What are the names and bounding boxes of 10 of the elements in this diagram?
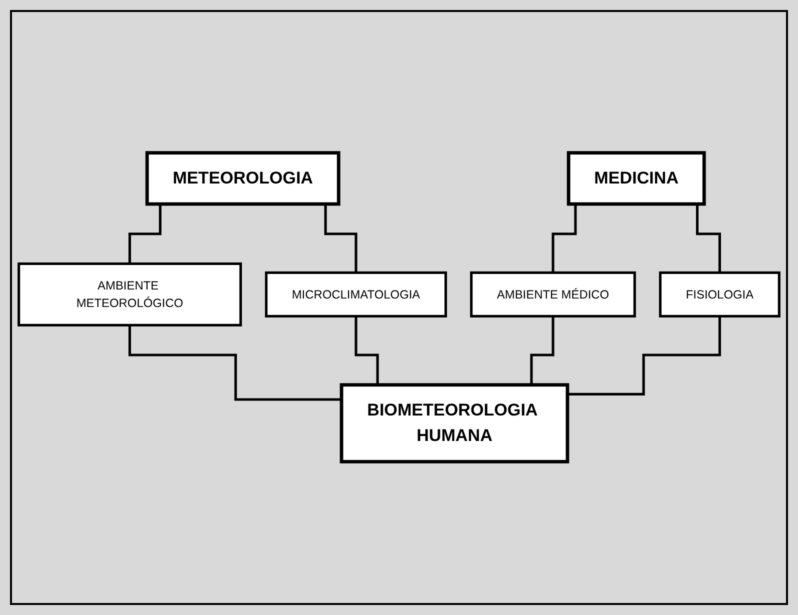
node-box xyxy=(264,272,448,318)
node-box xyxy=(566,151,706,206)
flowchart: METEOROLOGIA MEDICINA AMBIENTE METEOROLÓGICO MICROCLIMATOLOGIA AMBIENTE MÉDICO FISIOLOGIA BIOMETEOROLOGIA HUMANA xyxy=(12,146,786,469)
node-box xyxy=(145,151,340,206)
node-box xyxy=(659,272,780,318)
connector xyxy=(128,324,342,402)
connector xyxy=(567,315,721,396)
node-box xyxy=(340,383,570,464)
node-box xyxy=(470,272,636,318)
node-box xyxy=(18,262,242,327)
